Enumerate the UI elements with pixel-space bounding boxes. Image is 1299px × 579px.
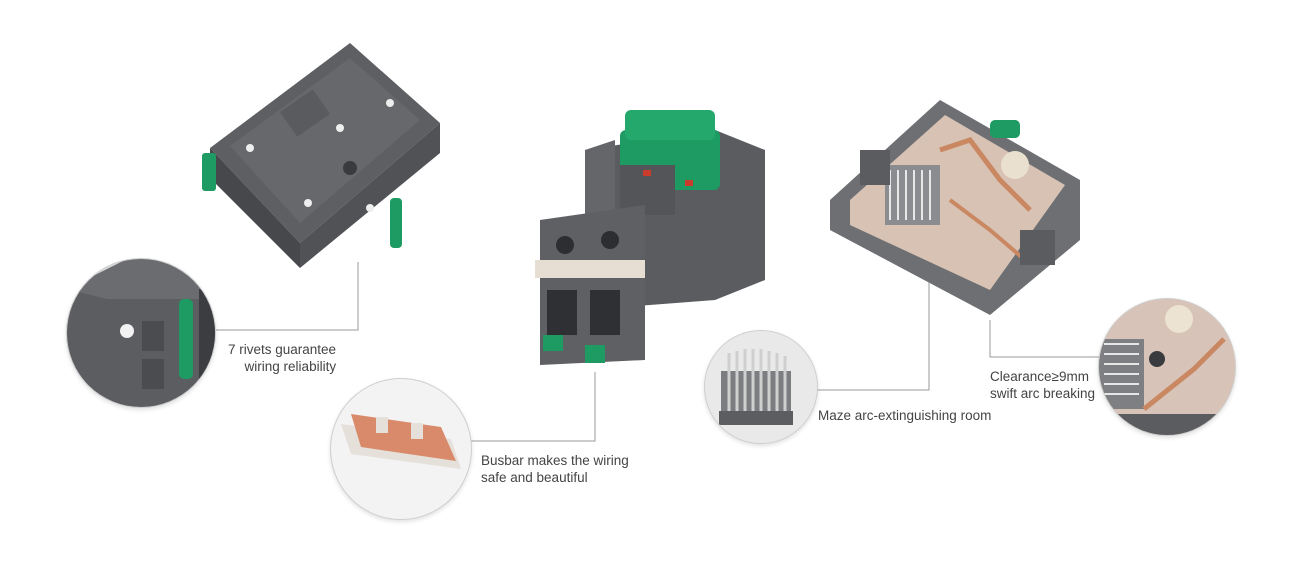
rivets-caption-line-2: wiring reliability [244,359,337,374]
clearance-caption: Clearance≥9mm swift arc breaking [990,368,1095,402]
arc-chute-icon [719,349,793,425]
rivets-closeup [66,258,216,408]
clearance-closeup [1098,298,1236,436]
busbar-closeup [330,378,472,520]
arc-chute-closeup [704,330,818,444]
busbar-caption: Busbar makes the wiring safe and beautif… [481,452,629,486]
busbar-caption-line-1: Busbar makes the wiring [481,453,629,468]
clearance-closeup-icon [1099,299,1235,435]
clearance-caption-line-2: swift arc breaking [990,386,1096,401]
rivets-caption: 7 rivets guarantee wiring reliability [228,341,336,375]
rivets-caption-line-1: 7 rivets guarantee [228,342,337,357]
breaker-back-view-image [202,43,440,268]
maze-caption: Maze arc-extinguishing room [818,407,991,424]
breaker-front-view-image [535,110,765,365]
clearance-caption-line-1: Clearance≥9mm [990,369,1089,384]
busbar-caption-line-2: safe and beautiful [481,470,588,485]
rivet-closeup-icon [67,259,215,407]
maze-caption-line-1: Maze arc-extinguishing room [818,408,992,423]
busbar-icon [341,414,461,469]
breaker-internals-image [830,100,1080,315]
